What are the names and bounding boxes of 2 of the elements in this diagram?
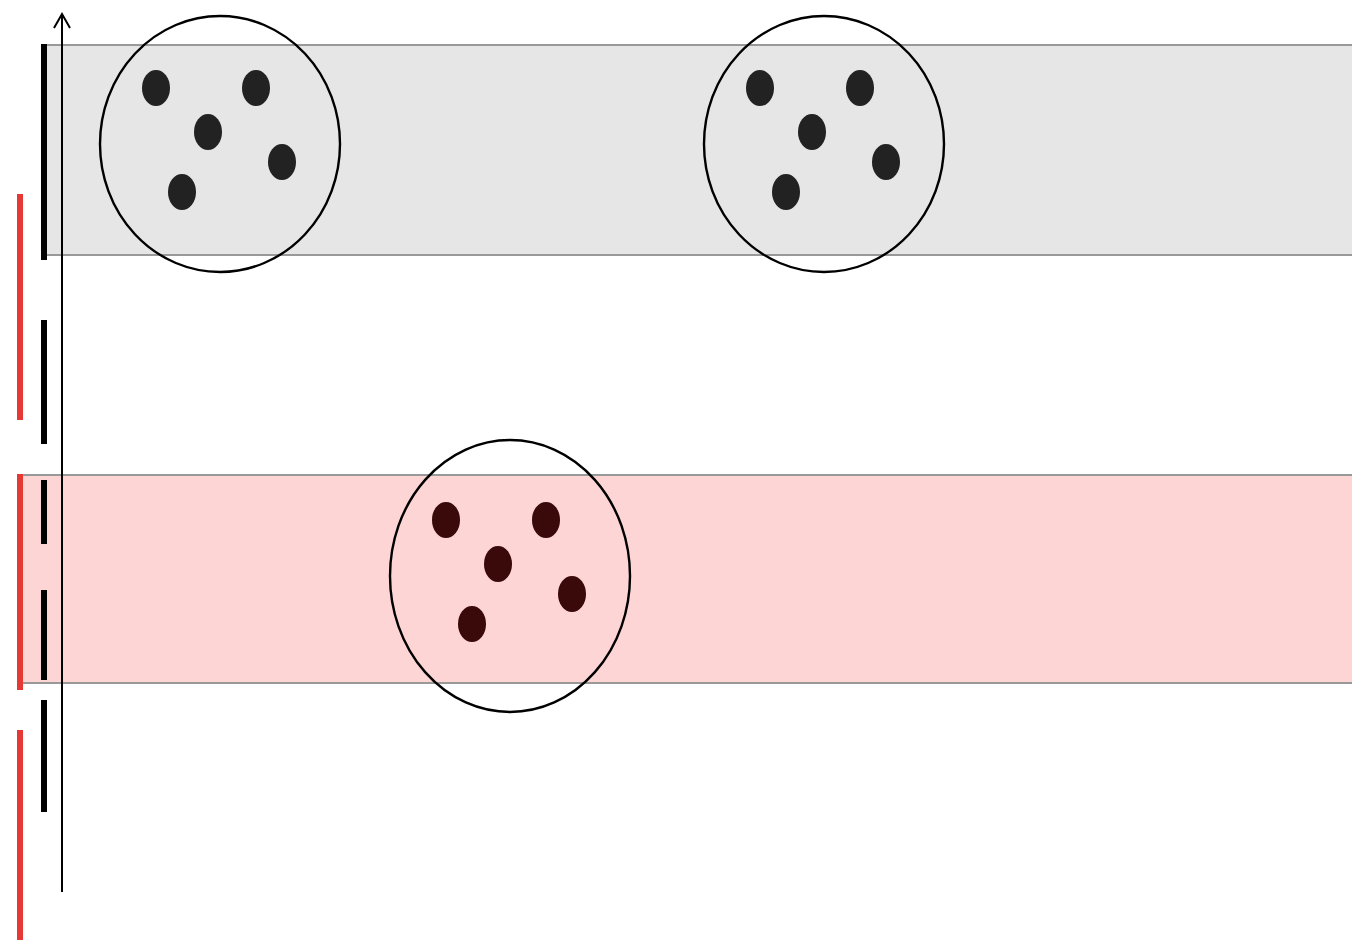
band (44, 44, 1352, 256)
band (20, 474, 1352, 684)
